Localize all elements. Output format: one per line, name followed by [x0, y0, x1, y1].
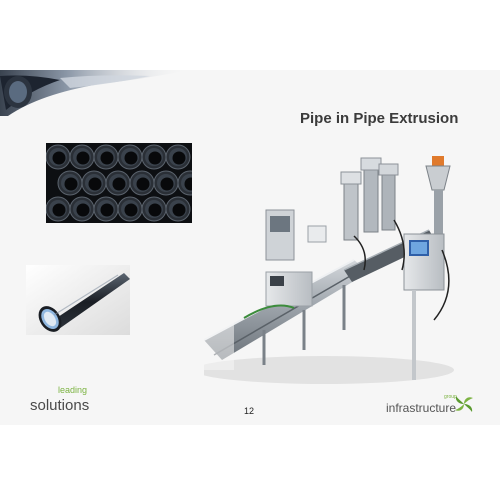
footer-tagline-bottom: solutions: [30, 397, 90, 414]
top-banner-photo: [0, 70, 190, 116]
extrusion-line-photo: [204, 156, 454, 384]
presentation-slide: Pipe in Pipe Extrusion: [0, 70, 500, 425]
footer-brand-group: group: [444, 394, 457, 400]
footer-brand-name: infrastructure: [386, 401, 457, 415]
page-number: 12: [244, 406, 255, 416]
infrastructure-group-logo-icon: [455, 396, 473, 412]
footer-tagline-top: leading: [58, 385, 88, 395]
pipe-in-pipe-closeup-photo: [26, 265, 130, 335]
pipe-bundle-photo: [46, 143, 192, 223]
slide-title: Pipe in Pipe Extrusion: [300, 110, 459, 127]
